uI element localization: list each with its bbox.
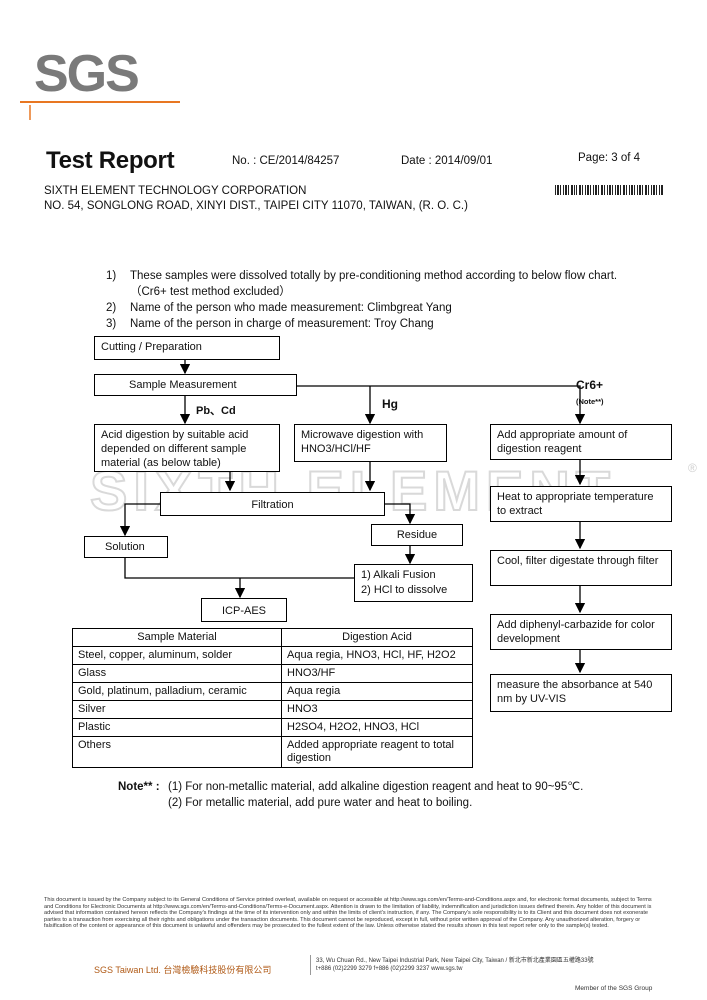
table-header: Sample Material	[72, 628, 282, 647]
flow-solution: Solution	[84, 536, 168, 558]
svg-text:®: ®	[688, 462, 697, 475]
sgs-logo: SGS	[20, 45, 180, 120]
table-header-row: Sample Material Digestion Acid	[72, 628, 473, 647]
page-title: Test Report	[46, 147, 175, 174]
label-hg: Hg	[382, 397, 398, 411]
footer-disclaimer: This document is issued by the Company s…	[44, 897, 652, 929]
note-block: Note** : (1) For non-metallic material, …	[118, 779, 583, 811]
flow-filtration: Filtration	[160, 492, 385, 516]
notes-list: 1)These samples were dissolved totally b…	[106, 268, 617, 332]
flow-acid-digestion: Acid digestion by suitable acid depended…	[94, 424, 280, 472]
report-number: No. : CE/2014/84257	[232, 155, 340, 167]
flow-residue: Residue	[371, 524, 463, 546]
label-cr-note: (Note**)	[576, 397, 604, 406]
flow-cutting: Cutting / Preparation	[94, 336, 280, 360]
flow-sample-measurement: Sample Measurement	[94, 374, 297, 396]
flow-cr-step3: Cool, filter digestate through filter	[490, 550, 672, 586]
label-cr6: Cr6+	[576, 378, 604, 392]
footer-member: Member of the SGS Group	[575, 985, 653, 992]
digestion-table: Sample Material Digestion Acid Steel, co…	[72, 628, 473, 768]
flow-alkali: 1) Alkali Fusion 2) HCl to dissolve	[354, 564, 473, 602]
note-item: （Cr6+ test method excluded）	[130, 286, 291, 298]
company-address: NO. 54, SONGLONG ROAD, XINYI DIST., TAIP…	[44, 200, 468, 212]
table-header: Digestion Acid	[281, 628, 473, 647]
footer-address-block: 33, Wu Chuan Rd., New Taipei Industrial …	[316, 958, 594, 972]
note-line: (1) For non-metallic material, add alkal…	[168, 781, 584, 793]
flow-cr-step5: measure the absorbance at 540 nm by UV-V…	[490, 674, 672, 712]
note-line: (2) For metallic material, add pure wate…	[168, 797, 473, 809]
page-number: Page: 3 of 4	[578, 152, 641, 164]
note-item: 3)Name of the person in charge of measur…	[106, 318, 434, 330]
note-item: 1)These samples were dissolved totally b…	[106, 270, 618, 282]
footer-sgs-taiwan: SGS Taiwan Ltd. 台灣檢驗科技股份有限公司	[94, 965, 272, 975]
barcode-icon	[555, 185, 663, 195]
flow-cr-step2: Heat to appropriate temperature to extra…	[490, 486, 672, 522]
flow-microwave: Microwave digestion with HNO3/HCl/HF	[294, 424, 447, 462]
footer-divider	[310, 955, 311, 975]
company-block: SIXTH ELEMENT TECHNOLOGY CORPORATION NO.…	[44, 184, 468, 214]
label-pb-cd: Pb、Cd	[196, 405, 236, 417]
note-item: 2)Name of the person who made measuremen…	[106, 302, 452, 314]
flow-icp-aes: ICP-AES	[201, 598, 287, 622]
svg-text:SGS: SGS	[34, 45, 138, 103]
flow-cr-step1: Add appropriate amount of digestion reag…	[490, 424, 672, 460]
report-date: Date : 2014/09/01	[401, 155, 493, 167]
company-name: SIXTH ELEMENT TECHNOLOGY CORPORATION	[44, 185, 307, 197]
flow-cr-step4: Add diphenyl-carbazide for color develop…	[490, 614, 672, 650]
note-label: Note** :	[118, 781, 160, 793]
